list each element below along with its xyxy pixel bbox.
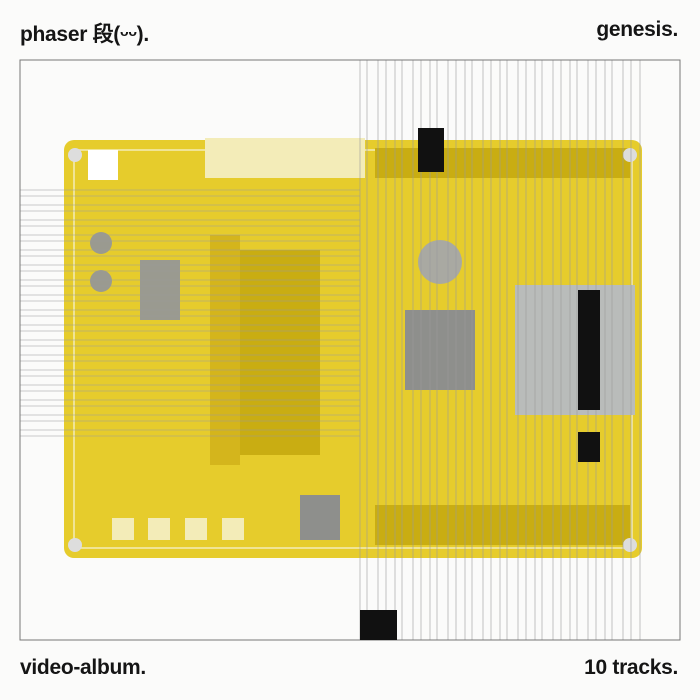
artist-name: phaser 段(ᵕᵕ). <box>20 23 149 46</box>
power-jack <box>88 150 118 180</box>
bottom-pin-row <box>375 505 630 545</box>
circuit-board <box>64 138 642 558</box>
format-label: video-album. <box>20 656 146 679</box>
usb-chip <box>140 260 180 320</box>
album-title: genesis. <box>596 18 678 41</box>
pin-header <box>210 235 240 465</box>
mount-holes <box>68 148 637 552</box>
track-count: 10 tracks. <box>584 656 678 679</box>
frame <box>19 59 681 641</box>
lcd-pin-labels <box>240 250 320 455</box>
black-blocks <box>360 128 600 640</box>
sd-card-slot <box>515 285 635 415</box>
buttons <box>112 518 244 540</box>
battery-holder <box>418 240 462 284</box>
mcu-chip <box>405 310 475 390</box>
top-pin-row <box>375 148 630 178</box>
header-connector <box>205 138 365 178</box>
